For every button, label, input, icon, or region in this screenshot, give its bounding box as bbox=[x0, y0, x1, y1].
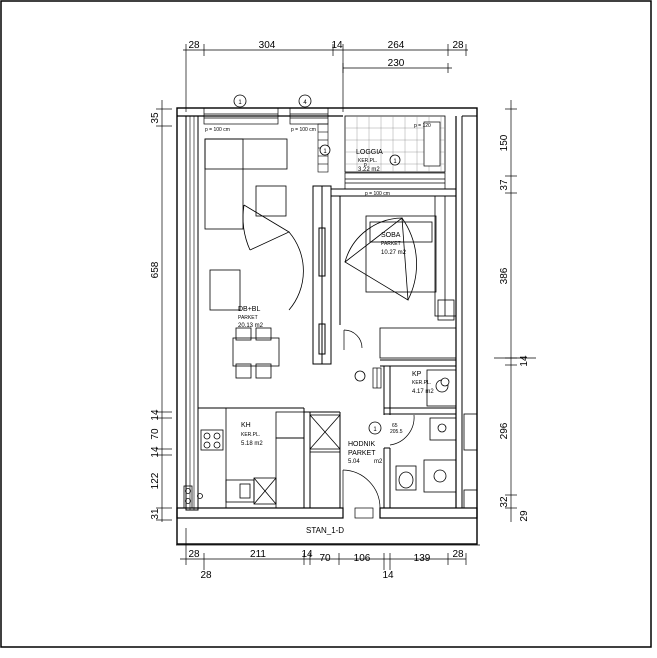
dim-top2-0: 230 bbox=[388, 58, 405, 69]
room-kh: KH KER.PL. 5.18 m2 bbox=[241, 422, 263, 447]
room-kp-area: 4.17 m2 bbox=[412, 389, 434, 395]
kitchen-furniture bbox=[183, 407, 341, 509]
dim-top-2: 14 bbox=[331, 40, 343, 51]
dim-right-6: 29 bbox=[519, 510, 530, 522]
room-kh-name: KH bbox=[241, 422, 251, 429]
marker-circle-1 bbox=[298, 94, 312, 108]
outer-walls bbox=[176, 107, 478, 545]
dim-bottom-0: 28 bbox=[188, 549, 200, 560]
room-soba-area: 10.27 m2 bbox=[381, 250, 407, 256]
note-2: p = 100 cm bbox=[365, 191, 390, 197]
marker-3: 1 bbox=[393, 159, 397, 165]
room-soba-floor: PARKET bbox=[381, 241, 401, 247]
dim-right-0: 150 bbox=[499, 134, 510, 151]
room-kp-name: KP bbox=[412, 371, 422, 378]
room-hodnik-unit: m2 bbox=[374, 459, 383, 465]
room-loggia-name: LOGGIA bbox=[356, 149, 383, 156]
dim-top-4: 28 bbox=[452, 40, 464, 51]
marker-circle-0 bbox=[233, 94, 247, 108]
note-5: 205.5 bbox=[390, 429, 403, 435]
wardrobe bbox=[379, 195, 457, 359]
dim-right-1: 37 bbox=[499, 179, 510, 191]
note-4: 65 bbox=[392, 423, 398, 429]
bathroom-furniture bbox=[395, 369, 478, 509]
room-kh-area: 5.18 m2 bbox=[241, 441, 263, 447]
room-kp-floor: KER.PL. bbox=[412, 380, 431, 386]
top-dimension-lines bbox=[183, 44, 468, 112]
marker-4: 1 bbox=[373, 427, 377, 433]
marker-circle-2 bbox=[319, 144, 331, 156]
dim-bottom-5: 139 bbox=[414, 553, 431, 564]
room-hodnik-area: 5.04 bbox=[348, 459, 360, 465]
dim-right-4: 296 bbox=[499, 422, 510, 439]
dim-top-3: 264 bbox=[388, 40, 405, 51]
note-1: p = 100 cm bbox=[291, 127, 316, 133]
dim-left-1: 658 bbox=[150, 261, 161, 278]
marker-2: 1 bbox=[323, 149, 327, 155]
room-db-bl-floor: PARKET bbox=[238, 315, 258, 321]
dim-bottom-2: 14 bbox=[301, 549, 313, 560]
note-6: p bbox=[364, 162, 367, 168]
room-kp: KP KER.PL. 4.17 m2 bbox=[412, 371, 434, 395]
note-3: p = 120 bbox=[414, 123, 431, 129]
dim-top-0: 28 bbox=[188, 40, 200, 51]
dim-bottom2-1: 14 bbox=[382, 570, 394, 581]
door-swings bbox=[342, 329, 415, 519]
room-loggia: LOGGIA KER.PL. 3.22 m2 bbox=[356, 149, 383, 173]
dim-right-3: 14 bbox=[519, 355, 530, 367]
marker-1: 4 bbox=[303, 100, 307, 106]
dim-right-5: 32 bbox=[499, 496, 510, 508]
note-0: p = 100 cm bbox=[205, 127, 230, 133]
living-furniture bbox=[204, 138, 304, 379]
right-dimension-lines bbox=[494, 100, 536, 522]
entry-symbol bbox=[354, 370, 366, 382]
marker-circle-4 bbox=[368, 421, 382, 435]
unit-label: STAN_1-D bbox=[306, 526, 344, 535]
dim-bottom-4: 106 bbox=[354, 553, 371, 564]
dim-bottom-3: 70 bbox=[319, 553, 331, 564]
room-loggia-area: 3.22 m2 bbox=[358, 167, 380, 173]
room-db-bl-name: DB+BL bbox=[238, 306, 260, 313]
markers bbox=[233, 94, 450, 435]
marker-circle-3 bbox=[389, 154, 401, 166]
marker-0: 1 bbox=[238, 100, 242, 106]
dim-left-5: 122 bbox=[150, 472, 161, 489]
bottom-dimension-lines bbox=[176, 528, 480, 570]
left-dimension-lines bbox=[156, 100, 172, 522]
room-db-bl: DB+BL PARKET 20.13 m2 bbox=[238, 306, 264, 329]
dim-bottom-1: 211 bbox=[250, 549, 266, 560]
room-soba-name: SOBA bbox=[381, 232, 401, 239]
room-hodnik: HODNIK PARKET 5.04 m2 bbox=[348, 441, 383, 465]
dim-left-0: 35 bbox=[150, 112, 161, 124]
dim-bottom2-0: 28 bbox=[200, 570, 212, 581]
room-soba: SOBA PARKET 10.27 m2 bbox=[381, 232, 407, 256]
room-kh-floor: KER.PL. bbox=[241, 432, 260, 438]
dim-left-2: 14 bbox=[150, 409, 161, 421]
room-hodnik-name: HODNIK bbox=[348, 441, 376, 448]
bedroom-furniture bbox=[344, 215, 437, 301]
dim-left-4: 14 bbox=[150, 446, 161, 458]
dim-right-2: 386 bbox=[499, 267, 510, 284]
bath-symbol bbox=[440, 377, 450, 387]
room-db-bl-area: 20.13 m2 bbox=[238, 323, 264, 329]
top-windows bbox=[203, 107, 446, 190]
dim-bottom-6: 28 bbox=[452, 549, 464, 560]
dim-left-6: 31 bbox=[150, 508, 161, 520]
dim-left-3: 70 bbox=[150, 428, 161, 440]
page-border bbox=[0, 0, 652, 648]
dim-top-1: 304 bbox=[259, 40, 276, 51]
room-loggia-floor: KER.PL. bbox=[358, 158, 377, 164]
room-hodnik-floor: PARKET bbox=[348, 450, 376, 457]
